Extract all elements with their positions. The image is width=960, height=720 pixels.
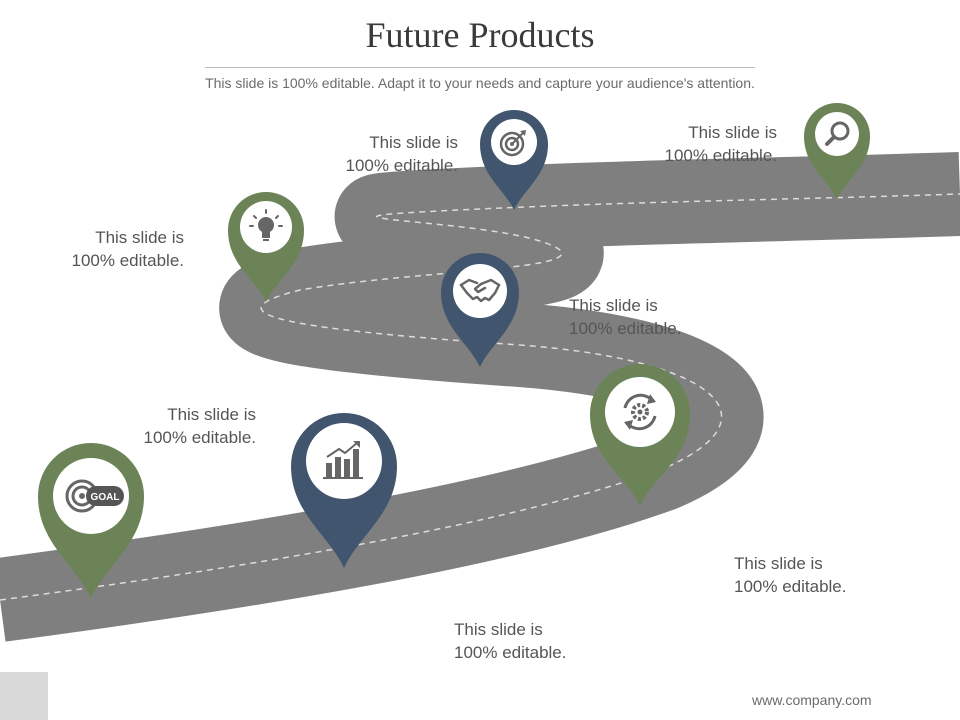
footer-url[interactable]: www.company.com — [752, 692, 872, 708]
milestone-label-growth: This slide is 100% editable. — [143, 405, 256, 447]
road-center-line — [0, 193, 960, 601]
milestone-label-idea: This slide is 100% editable. — [71, 228, 184, 270]
milestone-pin-idea[interactable] — [228, 192, 304, 302]
milestone-pin-research[interactable] — [804, 103, 870, 199]
milestone-pin-process[interactable] — [590, 364, 690, 506]
milestone-pin-growth[interactable] — [291, 413, 397, 568]
corner-block — [0, 672, 48, 720]
pin-icon-circle — [815, 112, 859, 156]
milestone-label-goal: This slide is 100% editable. — [454, 620, 567, 662]
target-icon — [499, 130, 526, 157]
milestone-label-research: This slide is 100% editable. — [664, 123, 777, 165]
milestone-label-partnership: This slide is 100% editable. — [569, 296, 682, 338]
svg-text:GOAL: GOAL — [91, 492, 120, 503]
milestone-label-process: This slide is 100% editable. — [734, 554, 847, 596]
lightbulb-icon — [249, 209, 283, 241]
bar-chart-icon — [323, 441, 363, 479]
page-title: Future Products — [365, 15, 595, 55]
milestone-pin-goal[interactable]: GOAL — [38, 443, 144, 598]
magnifier-icon — [825, 121, 850, 146]
milestone-label-target: This slide is 100% editable. — [345, 133, 458, 175]
gear-cycle-icon — [623, 393, 657, 431]
handshake-icon — [459, 278, 501, 303]
goal-icon: GOAL — [65, 479, 124, 513]
subtitle: This slide is 100% editable. Adapt it to… — [205, 75, 755, 91]
title-divider — [205, 67, 755, 68]
milestone-pin-target[interactable] — [480, 110, 548, 210]
milestone-pin-partnership[interactable] — [441, 253, 519, 367]
